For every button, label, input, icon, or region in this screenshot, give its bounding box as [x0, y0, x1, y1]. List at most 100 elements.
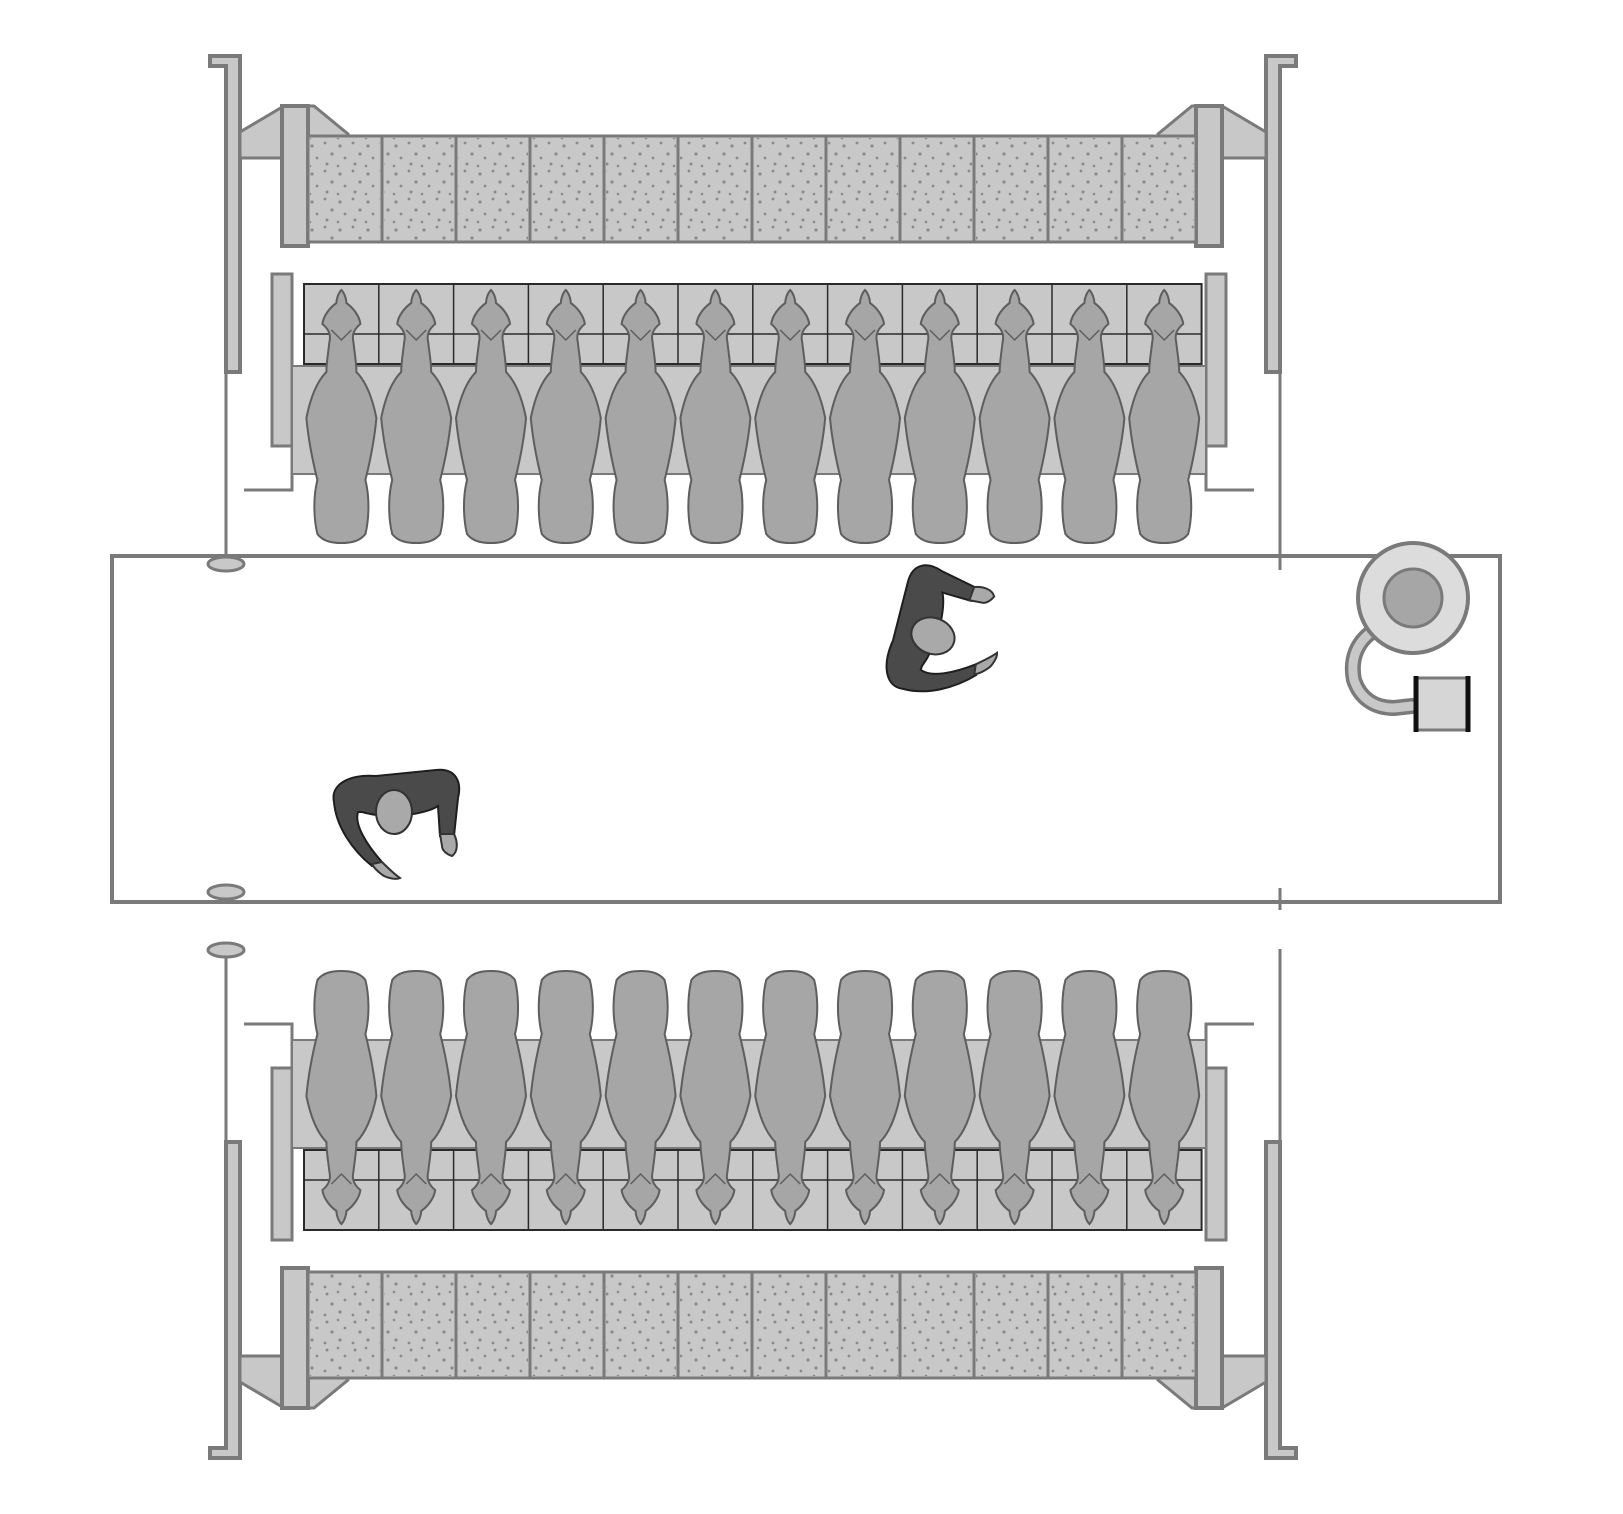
south-cow-6 — [679, 969, 752, 1226]
north-cow-head-mark-2 — [405, 329, 427, 342]
south-feed-bin-texture-4 — [532, 1274, 602, 1376]
south-cow-head-mark-12 — [1153, 1172, 1175, 1185]
north-cow-6 — [679, 288, 752, 545]
south-cow-10 — [978, 969, 1051, 1226]
south-cow-head-mark-11 — [1078, 1172, 1100, 1185]
left-end-post — [280, 1266, 310, 1410]
gate-pivot-top — [206, 555, 246, 573]
north-cow-5 — [604, 288, 677, 545]
north-cow-head-mark-8 — [854, 329, 876, 342]
north-cow-head-mark-3 — [480, 329, 502, 342]
left-gate-post — [208, 1140, 242, 1460]
north-cow-10 — [978, 288, 1051, 545]
south-cow-head-mark-3 — [480, 1172, 502, 1185]
north-feed-bin-texture-1 — [310, 138, 380, 240]
south-feed-bin-texture-7 — [754, 1274, 824, 1376]
left-stall-rail — [270, 1066, 294, 1242]
south-cow-head-mark-7 — [779, 1172, 801, 1185]
right-end-post — [1194, 1266, 1224, 1410]
south-feed-bin-texture-10 — [976, 1274, 1046, 1376]
south-cow-2 — [380, 969, 453, 1226]
south-feed-bin-texture-8 — [828, 1274, 898, 1376]
south-cow-11 — [1053, 969, 1126, 1226]
pump-hose-inner — [1348, 623, 1417, 713]
gate-pivot — [206, 941, 246, 959]
south-feed-bin-texture-9 — [902, 1274, 972, 1376]
left-end-post — [280, 104, 310, 248]
north-cow-head-mark-5 — [630, 329, 652, 342]
north-cow-2 — [380, 288, 453, 545]
south-feed-bin-texture-5 — [606, 1274, 676, 1376]
receiver-box — [1414, 676, 1470, 732]
north-cow-head-mark-4 — [555, 329, 577, 342]
south-stall-row — [206, 941, 1298, 1460]
south-cow-head-mark-8 — [854, 1172, 876, 1185]
south-feed-bin-texture-11 — [1050, 1274, 1120, 1376]
right-gate-post — [1264, 54, 1298, 374]
south-feed-bin-texture-2 — [384, 1274, 454, 1376]
south-cow-head-mark-10 — [1004, 1172, 1026, 1185]
operator-left-torso — [332, 768, 461, 868]
south-feed-bin-texture-3 — [458, 1274, 528, 1376]
north-cow-12 — [1128, 288, 1201, 545]
gate-pivot-bottom — [206, 883, 246, 901]
south-feed-bin-texture-1 — [310, 1274, 380, 1376]
north-feed-bin-texture-6 — [680, 138, 750, 240]
south-side-group — [206, 941, 1298, 1460]
operator-left-head — [375, 789, 413, 835]
north-cow-8 — [828, 288, 902, 545]
north-cow-head-mark-6 — [704, 329, 726, 342]
south-cow-head-mark-5 — [630, 1172, 652, 1185]
pit-floor — [110, 554, 1502, 904]
north-feed-bin-texture-10 — [976, 138, 1046, 240]
operator-right-left-hand — [973, 651, 999, 676]
north-feed-bin-texture-2 — [384, 138, 454, 240]
north-feed-bin-texture-7 — [754, 138, 824, 240]
north-feed-bin-texture-3 — [458, 138, 528, 240]
south-cow-9 — [903, 969, 976, 1226]
operator-right-head — [910, 616, 956, 656]
right-stall-rail — [1204, 1066, 1228, 1242]
operator-right-right-hand — [968, 585, 996, 604]
south-feed-bin-texture-12 — [1124, 1274, 1194, 1376]
north-cow-11 — [1053, 288, 1126, 545]
north-cow-head-mark-1 — [330, 329, 352, 342]
left-gate-post — [208, 54, 242, 374]
south-cow-head-mark-2 — [405, 1172, 427, 1185]
right-end-post — [1194, 104, 1224, 248]
north-feed-bin-texture-9 — [902, 138, 972, 240]
north-cow-7 — [754, 288, 827, 545]
north-cow-head-mark-9 — [929, 329, 951, 342]
south-cow-head-mark-1 — [330, 1172, 352, 1185]
south-cow-head-mark-4 — [555, 1172, 577, 1185]
north-cow-3 — [454, 288, 528, 545]
north-cow-head-mark-12 — [1153, 329, 1175, 342]
operator-left — [332, 768, 461, 880]
north-feed-bin-texture-5 — [606, 138, 676, 240]
north-cow-head-mark-10 — [1004, 329, 1026, 342]
south-cow-8 — [828, 969, 902, 1226]
north-stall-row — [206, 54, 1298, 573]
operator-pit — [110, 541, 1502, 910]
south-feed-bin-texture-6 — [680, 1274, 750, 1376]
left-stall-rail — [270, 272, 294, 448]
north-feed-bin-texture-12 — [1124, 138, 1194, 240]
operator-right — [885, 564, 999, 693]
right-gate-post — [1264, 1140, 1298, 1460]
north-cow-1 — [305, 288, 378, 545]
south-cow-4 — [529, 969, 602, 1226]
south-cow-1 — [305, 969, 378, 1226]
north-cow-head-mark-11 — [1078, 329, 1100, 342]
north-feed-bin-texture-8 — [828, 138, 898, 240]
north-feed-bin-texture-4 — [532, 138, 602, 240]
south-cow-head-mark-9 — [929, 1172, 951, 1185]
south-cow-3 — [454, 969, 528, 1226]
north-cow-9 — [903, 288, 976, 545]
operator-left-right-hand — [438, 833, 458, 858]
vacuum-pump-center — [1382, 567, 1444, 629]
south-cow-12 — [1128, 969, 1201, 1226]
north-cow-head-mark-7 — [779, 329, 801, 342]
operator-left-left-hand — [370, 860, 402, 880]
